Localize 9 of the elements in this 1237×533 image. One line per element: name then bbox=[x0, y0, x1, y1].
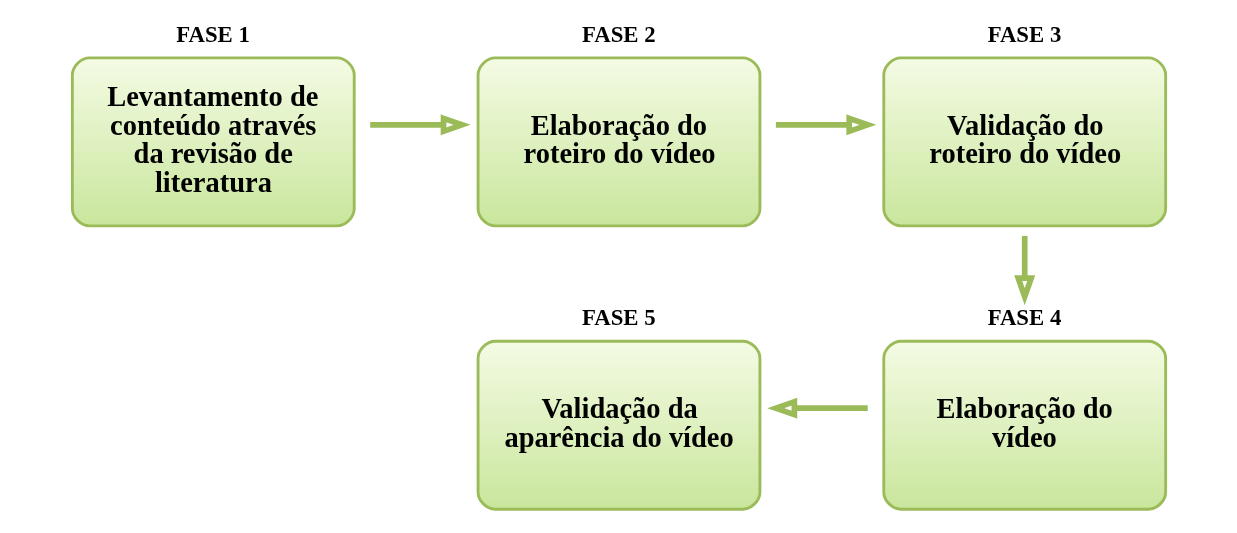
arrow bbox=[775, 114, 876, 136]
node-label: FASE 5 bbox=[581, 305, 656, 331]
node-label: FASE 4 bbox=[987, 305, 1061, 331]
node-label: FASE 2 bbox=[581, 22, 656, 47]
arrow bbox=[766, 397, 868, 419]
node-label: FASE 3 bbox=[987, 22, 1061, 47]
arrow bbox=[369, 114, 471, 136]
node-label: FASE 1 bbox=[175, 22, 250, 47]
arrow bbox=[1013, 235, 1035, 306]
